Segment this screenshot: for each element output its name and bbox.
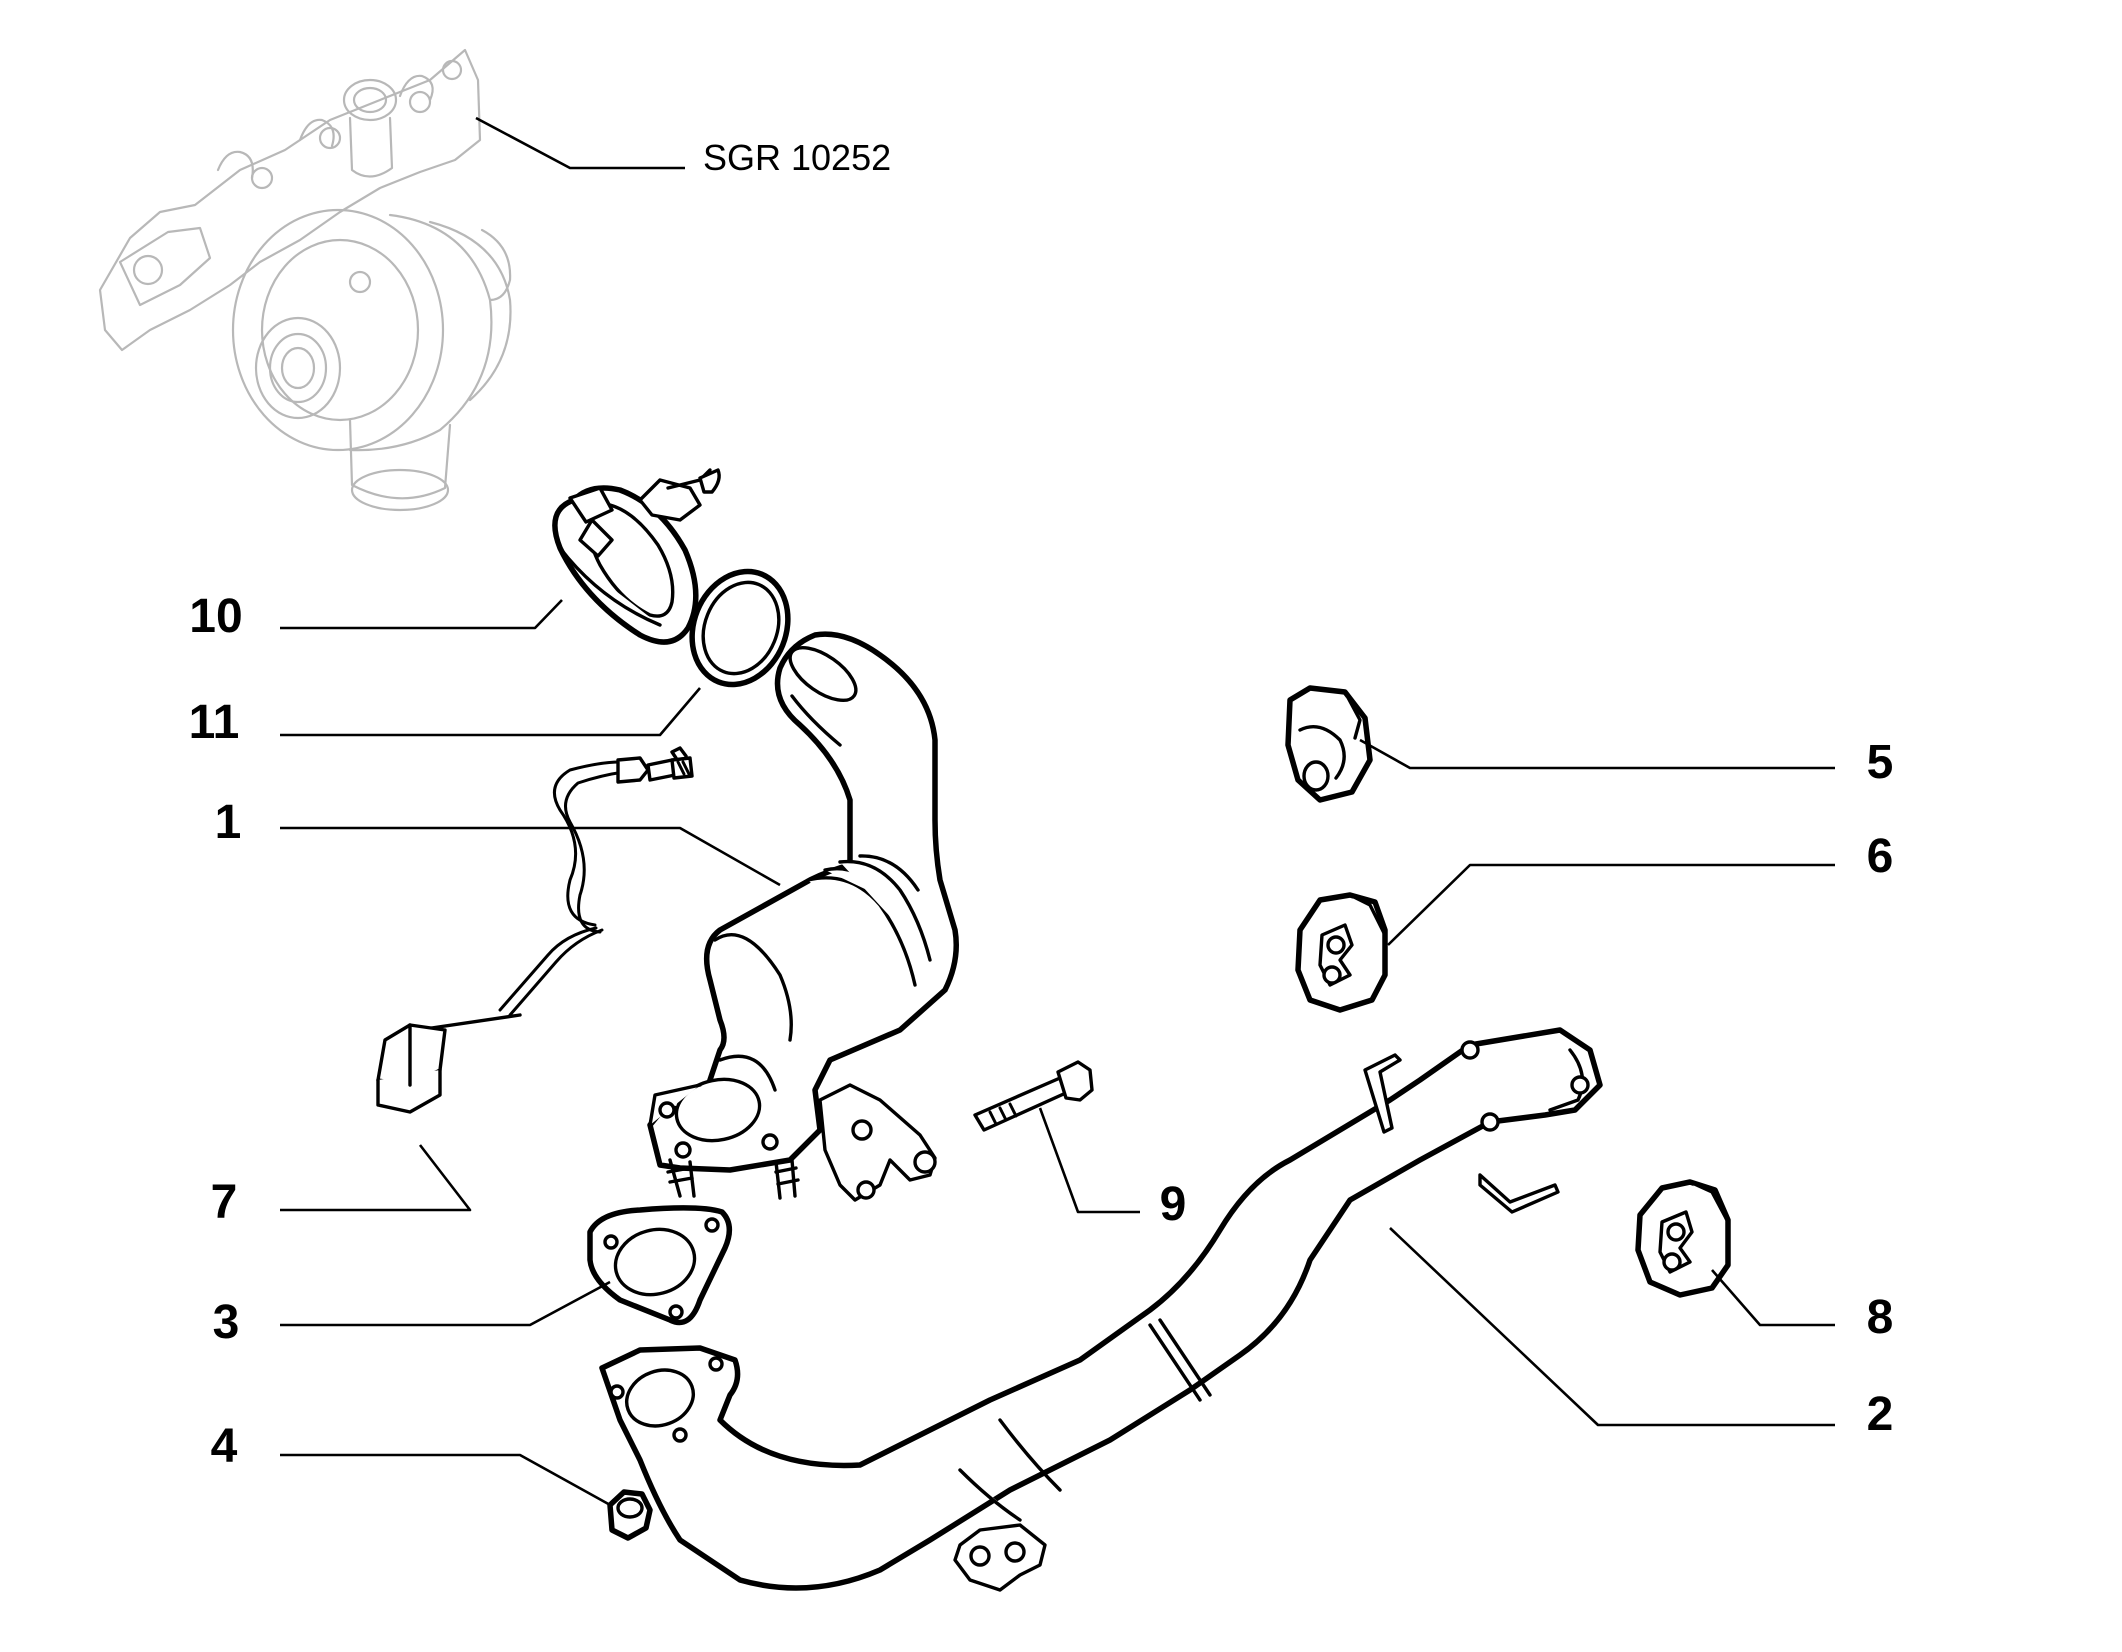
leader-10 <box>280 599 563 630</box>
turbocharger-reference-drawing <box>98 48 512 512</box>
leader-1 <box>280 826 781 887</box>
callout-6: 6 <box>1867 830 1894 883</box>
rubber-mount-part-8 <box>1635 1179 1731 1298</box>
leader-6 <box>1387 863 1835 946</box>
callout-1: 1 <box>215 796 242 849</box>
leader-5 <box>1359 738 1835 770</box>
callout-4: 4 <box>211 1420 238 1473</box>
leader-7 <box>280 1144 472 1212</box>
callout-2: 2 <box>1867 1388 1894 1441</box>
callout-3: 3 <box>213 1296 240 1349</box>
labels: SGR 10252 10 11 1 7 3 4 5 6 9 8 2 <box>189 137 1894 1473</box>
hex-nut-part <box>607 1489 653 1541</box>
rubber-mount-part-6 <box>1295 892 1388 1013</box>
rubber-hanger-part-5 <box>1285 685 1373 803</box>
leader-2 <box>1389 1227 1835 1427</box>
bolt-part <box>973 1060 1094 1132</box>
callout-10: 10 <box>189 590 242 643</box>
flange-gasket-part <box>587 1205 733 1326</box>
seal-ring-part <box>689 568 791 688</box>
leader-9 <box>1038 1107 1140 1214</box>
leader-3 <box>280 1280 611 1327</box>
leader-lines <box>280 116 1835 1508</box>
reference-label: SGR 10252 <box>703 137 891 178</box>
callout-7: 7 <box>211 1176 238 1229</box>
callout-9: 9 <box>1160 1178 1187 1231</box>
v-band-clamp-part <box>552 468 721 645</box>
callout-11: 11 <box>189 696 240 749</box>
leader-11 <box>280 687 701 737</box>
callout-8: 8 <box>1867 1291 1894 1344</box>
catalytic-converter-part <box>647 631 959 1202</box>
callout-5: 5 <box>1867 736 1894 789</box>
oxygen-sensor-part <box>376 746 694 1114</box>
exhaust-pipe-part <box>599 1027 1603 1592</box>
leader-4 <box>280 1453 613 1508</box>
leader-sgr <box>475 116 685 170</box>
leader-8 <box>1711 1269 1835 1327</box>
